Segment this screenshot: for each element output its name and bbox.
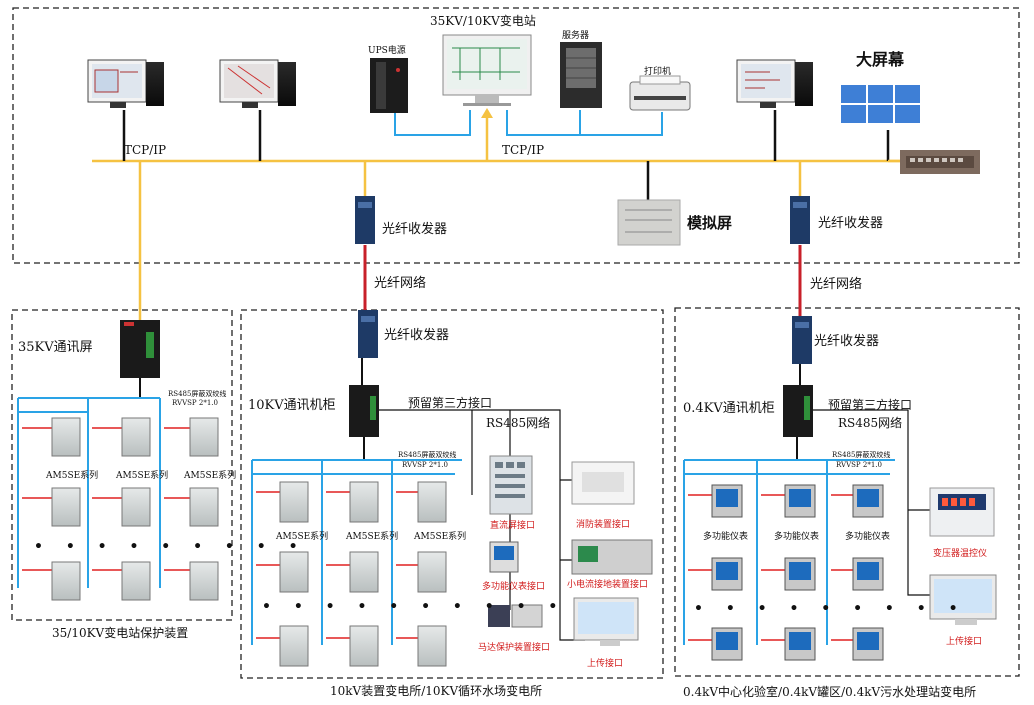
- transformer-label: 变压器温控仪: [933, 549, 988, 559]
- grounding-device: [571, 539, 653, 575]
- panel04-boundary: [674, 307, 1020, 677]
- motor-label: 马达保护装置接口: [478, 643, 551, 653]
- panel04-cabinet: 0.4KV通讯机柜: [683, 401, 775, 416]
- panel35-caption: 35/10KV变电站保护装置: [52, 626, 189, 640]
- fiber-transceiver-top-left: [355, 196, 375, 244]
- panel10-third-party: 预留第三方接口: [408, 396, 493, 410]
- tcpip-label-right: TCP/IP: [502, 143, 545, 157]
- printer-label: 打印机: [644, 67, 672, 77]
- transformer-temp-device: [929, 487, 995, 537]
- server-device: [560, 42, 602, 108]
- fire-device: [571, 461, 635, 505]
- panel04-series-2: 多功能仪表: [774, 532, 820, 542]
- fiber-tx-label-left: 光纤收发器: [382, 222, 448, 237]
- workstation-1: [87, 59, 164, 108]
- upload-label-10: 上传接口: [587, 659, 624, 669]
- panel10-relays: [279, 481, 447, 667]
- panel35-series-2: AM5SE系列: [116, 471, 169, 481]
- dc-screen-device: [489, 455, 533, 515]
- workstation-3: [736, 59, 813, 108]
- upload-monitor-10: [573, 597, 639, 646]
- fiber-transceiver-panel04: [792, 316, 812, 364]
- panel10-cabinet: 10KV通讯机柜: [248, 398, 336, 413]
- panel10-rs485: RS485网络: [486, 416, 551, 430]
- panel04-meters: [711, 484, 884, 661]
- panel10-bus-label-2: RVVSP 2*1.0: [402, 461, 448, 469]
- fiber-tx-label-right: 光纤收发器: [818, 216, 884, 231]
- tcpip-label-left: TCP/IP: [124, 143, 167, 157]
- panel10-series-2: AM5SE系列: [346, 532, 399, 542]
- panel10-rs485: [251, 459, 462, 645]
- station-boundary: [12, 7, 1020, 264]
- panel10-bus-label-1: RS485屏蔽双绞线: [398, 451, 457, 459]
- panel10-series-3: AM5SE系列: [414, 532, 467, 542]
- panel04-fiber-tx: 光纤收发器: [814, 334, 880, 349]
- panel35-series-3: AM5SE系列: [184, 471, 237, 481]
- fiber-net-label-right: 光纤网络: [810, 277, 863, 292]
- panel04-caption: 0.4kV中心化验室/0.4kV罐区/0.4kV污水处理站变电所: [683, 685, 977, 699]
- panel35-bus-label-2: RVVSP 2*1.0: [172, 399, 218, 407]
- fiber-net-label-left: 光纤网络: [374, 276, 427, 291]
- panel04-third-party: 预留第三方接口: [828, 398, 913, 412]
- ups-device: [370, 58, 408, 113]
- panel04-bus-label-2: RVVSP 2*1.0: [836, 461, 882, 469]
- panel35-rs485: [17, 397, 161, 588]
- upload-label-04: 上传接口: [946, 637, 983, 647]
- panel35-dots: • • • • • • • • •: [34, 539, 307, 555]
- multi-meter-label: 多功能仪表接口: [482, 582, 546, 592]
- upload-monitor-04: [929, 574, 997, 625]
- panel04-series-3: 多功能仪表: [845, 532, 891, 542]
- fiber-transceiver-top-right: [790, 196, 810, 244]
- ups-label: UPS电源: [368, 46, 406, 56]
- panel10-dots: • • • • • • • • • •: [262, 599, 567, 615]
- motor-device: [488, 604, 543, 628]
- panel10-caption: 10kV装置变电所/10KV循环水场变电所: [330, 684, 543, 698]
- workstation-2: [219, 59, 296, 108]
- grounding-label: 小电流接地装置接口: [567, 580, 649, 590]
- panel10-series-1: AM5SE系列: [276, 532, 329, 542]
- panel04-rs485: [683, 459, 895, 645]
- simulation-screen: [617, 199, 681, 246]
- panel35-title: 35KV通讯屏: [18, 340, 93, 355]
- panel04-rs485: RS485网络: [838, 416, 903, 430]
- panel35-series-1: AM5SE系列: [46, 471, 99, 481]
- main-monitor: [442, 34, 532, 106]
- dc-screen-label: 直流屏接口: [490, 521, 536, 531]
- fire-label: 消防装置接口: [576, 520, 631, 530]
- panel35-bus-label-1: RS485屏蔽双绞线: [168, 390, 227, 398]
- sim-screen-label: 模拟屏: [687, 214, 733, 232]
- panel35-relays: [51, 417, 219, 601]
- multi-meter-device: [489, 541, 519, 573]
- comm-cabinet-35: [120, 320, 160, 378]
- printer-device: [629, 75, 691, 111]
- network-switch: [900, 150, 980, 174]
- comm-cabinet-10: [349, 385, 379, 437]
- panel04-dots: • • • • • • • • •: [694, 601, 967, 617]
- station-title: 35KV/10KV变电站: [430, 14, 536, 28]
- comm-cabinet-04: [783, 385, 813, 437]
- server-label: 服务器: [562, 31, 590, 41]
- fiber-transceiver-panel10: [358, 310, 378, 358]
- big-screen-label: 大屏幕: [856, 50, 905, 69]
- panel35-boundary: [11, 309, 233, 621]
- panel10-fiber-tx: 光纤收发器: [384, 328, 450, 343]
- panel04-bus-label-1: RS485屏蔽双绞线: [832, 451, 891, 459]
- panel10-boundary: [240, 309, 664, 679]
- big-screen-wall: [839, 83, 922, 125]
- panel04-series-1: 多功能仪表: [703, 532, 749, 542]
